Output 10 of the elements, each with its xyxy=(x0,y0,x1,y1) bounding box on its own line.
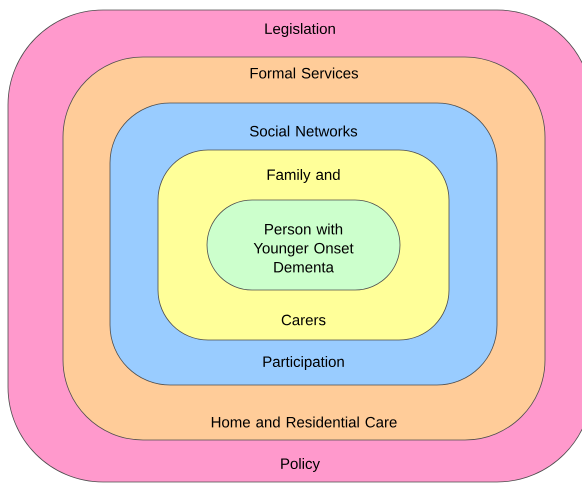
ring-label: Legislation xyxy=(265,23,335,37)
rounded-band xyxy=(206,200,400,290)
ring-label: Social Networks xyxy=(250,126,358,136)
ring-label: Family and xyxy=(268,169,340,183)
ring-label: Formal Services xyxy=(250,68,358,78)
ring-label: Policy xyxy=(281,458,320,472)
ring-label: Participation xyxy=(263,356,344,370)
ring-label: Carers xyxy=(282,314,326,326)
ring-label: Home and Residential Care xyxy=(212,416,397,428)
ring-label: Person with Younger Onset Dementa xyxy=(254,223,354,272)
